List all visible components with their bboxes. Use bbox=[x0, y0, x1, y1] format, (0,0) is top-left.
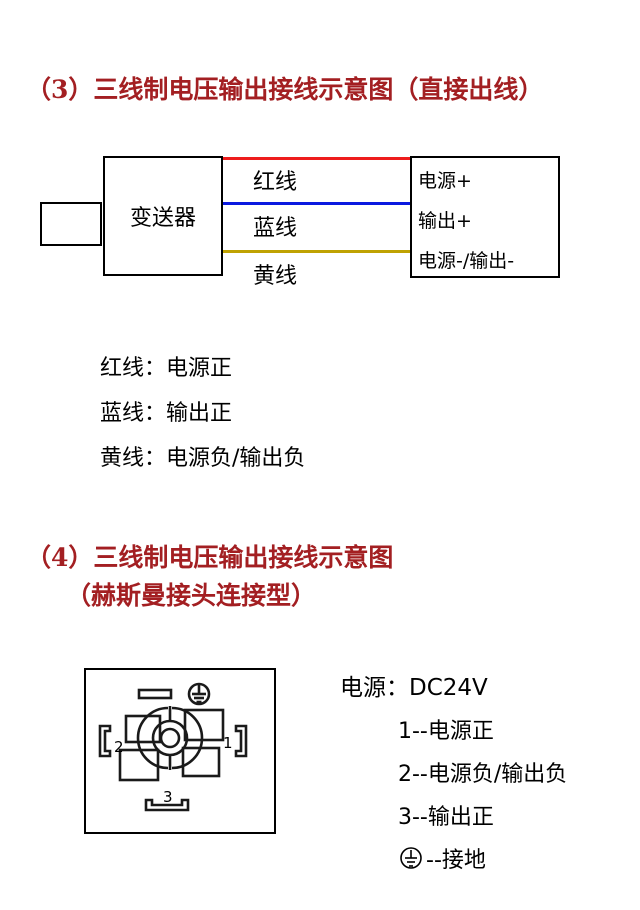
rotor-outer-left bbox=[136, 706, 169, 770]
legend-item: 黄线：电源负/输出负 bbox=[100, 446, 306, 471]
rotor-inner-ring bbox=[151, 719, 189, 757]
wire-label-red: 红线 bbox=[253, 170, 298, 195]
pin-desc-item: 2--电源负/输出负 bbox=[398, 762, 568, 787]
wire-line-yellow bbox=[223, 250, 410, 253]
wire-label-blue: 蓝线 bbox=[253, 216, 298, 241]
connector-pinout-svg: 2 1 3 bbox=[98, 682, 248, 812]
earth-ground-icon bbox=[398, 845, 424, 871]
contact-pad-upper-right bbox=[183, 708, 225, 742]
terminal-row: 输出+ bbox=[418, 210, 472, 232]
section-3-legend: 红线：电源正 蓝线：输出正 黄线：电源负/输出负 bbox=[100, 350, 305, 485]
terminal-box: 电源+ 输出+ 电源-/输出- bbox=[410, 156, 560, 278]
wire-label-yellow: 黄线 bbox=[253, 264, 298, 289]
three-wire-direct-wiring-diagram: 变送器 红线 蓝线 黄线 电源+ 输出+ 电源-/输出- bbox=[0, 150, 640, 300]
pin-label-1: 1 bbox=[223, 734, 233, 752]
transmitter-box: 变送器 bbox=[103, 156, 223, 276]
pin-label-3: 3 bbox=[163, 788, 173, 806]
pin-3-bracket bbox=[144, 798, 190, 812]
wire-line-red bbox=[223, 157, 410, 160]
wire-line-blue bbox=[223, 202, 410, 205]
hirschmann-connector-diagram: 2 1 3 bbox=[84, 668, 276, 834]
section-4-title-line2: （赫斯曼接头连接型） bbox=[66, 581, 317, 610]
legend-item: 蓝线：输出正 bbox=[100, 401, 233, 426]
section-4-title-line1: （4）三线制电压输出接线示意图 bbox=[26, 543, 394, 572]
power-spec-line: 电源：DC24V bbox=[340, 675, 488, 701]
transmitter-label: 变送器 bbox=[129, 206, 196, 231]
pin-label-2: 2 bbox=[114, 738, 124, 756]
terminal-row: 电源+ bbox=[418, 170, 472, 192]
section-4-legend: 电源：DC24V 1--电源正 2--电源负/输出负 3--输出正 --接地 bbox=[340, 668, 567, 874]
rotor-hub bbox=[159, 727, 181, 749]
terminal-row: 电源-/输出- bbox=[418, 250, 515, 272]
contact-pad-upper-left bbox=[124, 714, 162, 744]
pin-1-bracket bbox=[234, 724, 248, 758]
ground-label: --接地 bbox=[426, 848, 486, 873]
earth-ground-icon bbox=[187, 682, 211, 706]
section-3-title: （3）三线制电压输出接线示意图（直接出线） bbox=[26, 75, 544, 104]
pin-desc-item: 1--电源正 bbox=[398, 719, 494, 744]
ground-desc-item: --接地 bbox=[340, 842, 567, 874]
cable-stub-box bbox=[40, 202, 102, 246]
pin-2-bracket bbox=[98, 724, 112, 758]
rotor-outer-right bbox=[171, 706, 204, 770]
legend-item: 红线：电源正 bbox=[100, 356, 233, 381]
keyway-slot bbox=[137, 688, 173, 700]
pin-desc-item: 3--输出正 bbox=[398, 805, 494, 830]
